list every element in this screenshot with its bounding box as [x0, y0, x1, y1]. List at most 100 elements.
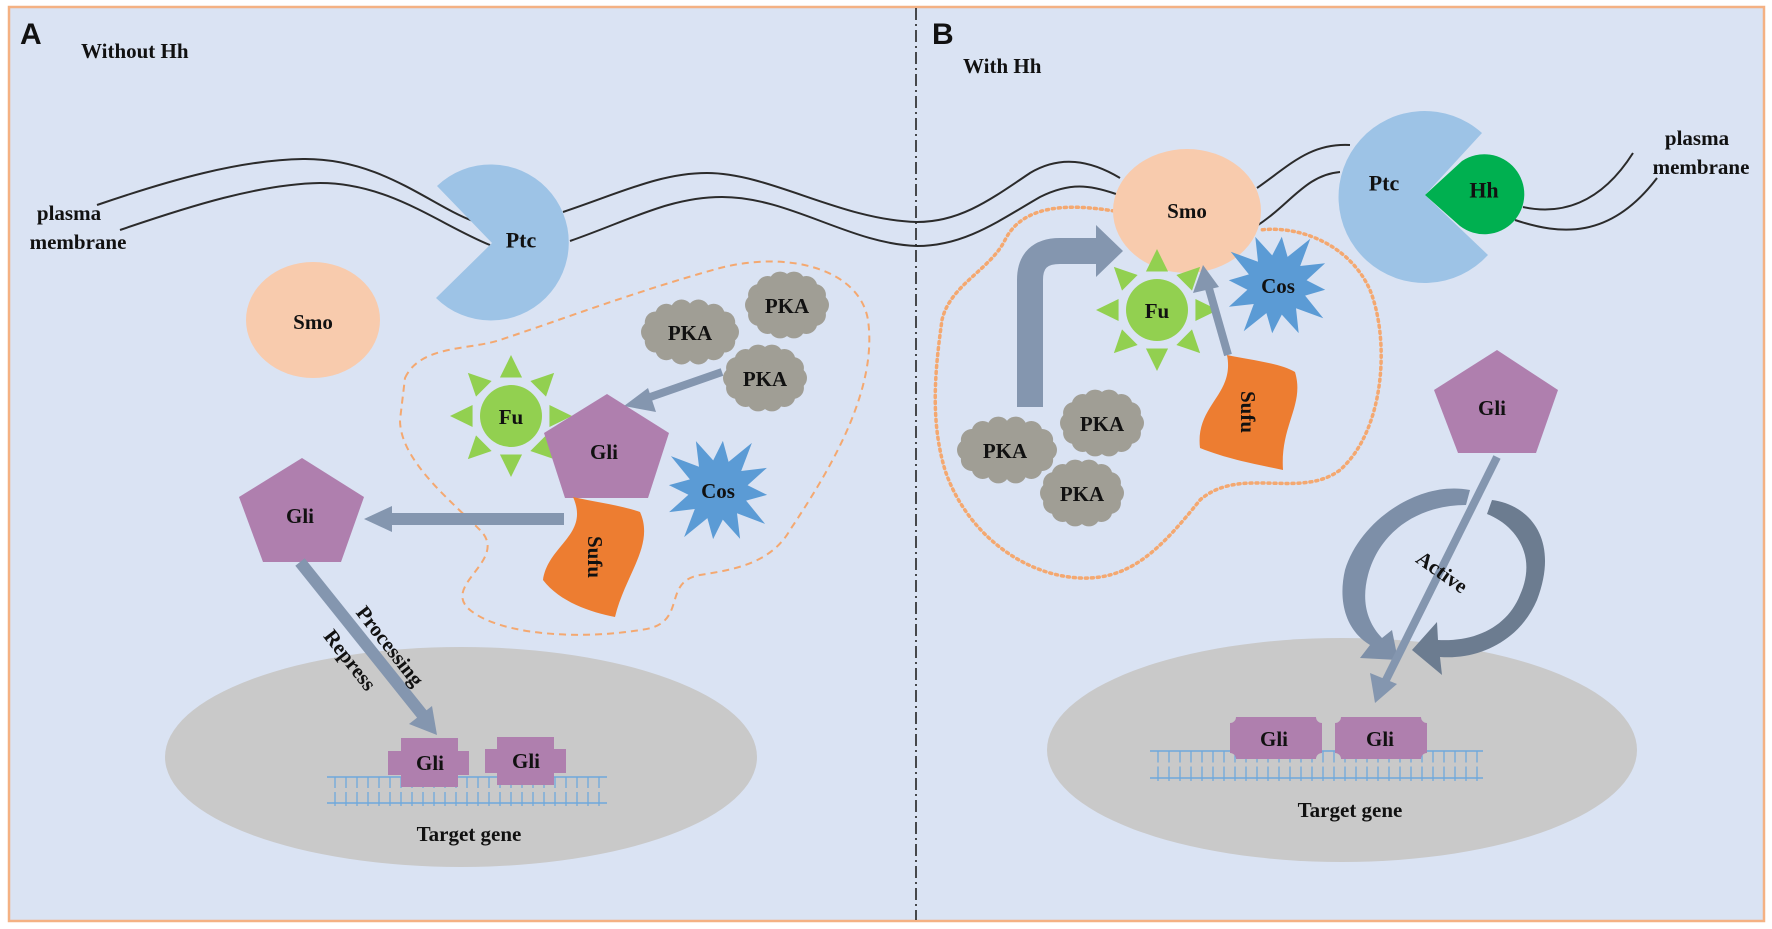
- gli-label: Gli: [1366, 727, 1394, 751]
- fu-ray: [1195, 298, 1218, 322]
- gli-protein-free: [239, 458, 364, 562]
- smo-receptor: [1113, 149, 1261, 273]
- pka-label: PKA: [1080, 412, 1125, 436]
- membrane-outer-line: [916, 160, 1121, 223]
- fu-ray: [467, 372, 492, 397]
- gli-label: Gli: [512, 749, 540, 773]
- hh-label: Hh: [1469, 178, 1498, 203]
- fu-kinase: [1096, 249, 1218, 371]
- pka-label: PKA: [765, 294, 810, 318]
- fu-core: [480, 385, 542, 447]
- pka-to-smo-arrowhead: [1096, 225, 1123, 277]
- pka-cloud: [723, 344, 807, 412]
- pka-cloud-puff: [713, 311, 736, 334]
- fu-ray: [1176, 266, 1201, 291]
- pka-cloud-puff: [687, 342, 710, 365]
- gli-label: Gli: [286, 504, 314, 528]
- membrane-inner-line: [916, 185, 1117, 247]
- fu-ray: [1176, 329, 1201, 354]
- fu-ray: [499, 355, 523, 378]
- panel-b: B With Hh plasma membrane Ptc Hh: [916, 18, 1750, 862]
- membrane-label: plasma: [37, 201, 102, 225]
- gli-label: Gli: [416, 751, 444, 775]
- membrane-inner-line: [119, 181, 491, 246]
- panel-a-letter: A: [20, 18, 42, 51]
- gli-to-nucleus-arrow: [1381, 455, 1501, 684]
- pka-cloud: [1060, 389, 1144, 457]
- fu-ray: [499, 454, 523, 477]
- smo-label: Smo: [293, 310, 333, 334]
- pka-to-gli-arrowhead: [624, 388, 656, 412]
- processing-arrow: [295, 558, 430, 722]
- gli-label: Gli: [1478, 396, 1506, 420]
- cos-star-shape: [1228, 236, 1326, 334]
- gli-label: Gli: [590, 440, 618, 464]
- panel-a-title: Without Hh: [81, 39, 189, 63]
- membrane-label: membrane: [30, 230, 127, 254]
- pka-cloud-puff: [803, 284, 826, 307]
- cytoplasmic-complex-outline: [398, 260, 871, 636]
- sufu-protein: [1199, 355, 1298, 470]
- pka-label: PKA: [668, 321, 713, 345]
- gli-protein: [544, 394, 669, 498]
- gli-dna-bound: [1230, 717, 1322, 759]
- cos-protein: [1228, 236, 1326, 334]
- processing-arrowhead: [409, 706, 437, 735]
- sufu-label: Sufu: [1236, 391, 1260, 433]
- pka-label: PKA: [743, 367, 788, 391]
- pka-cloud: [1040, 459, 1124, 527]
- pka-cloud: [957, 416, 1057, 484]
- sufu-to-smo-arrow: [1204, 283, 1232, 357]
- fu-ray: [1113, 266, 1138, 291]
- smo-label: Smo: [1167, 199, 1207, 223]
- cytoplasmic-complex-outline: [933, 205, 1383, 580]
- membrane-outer-line: [96, 157, 474, 222]
- pka-cloud-puff: [670, 299, 693, 322]
- membrane-outer-line: [562, 171, 918, 223]
- active-cycle-arc-left: [1342, 488, 1470, 660]
- ptc-label: Ptc: [506, 228, 537, 253]
- target-gene-label: Target gene: [1298, 798, 1403, 822]
- membrane-label: plasma: [1665, 126, 1730, 150]
- pka-to-smo-arrow: [1017, 238, 1098, 407]
- pka-cloud: [745, 271, 829, 339]
- pka-cloud-puff: [781, 357, 804, 380]
- membrane-inner-line: [569, 195, 918, 247]
- pka-label: PKA: [1060, 482, 1105, 506]
- ptc-label: Ptc: [1369, 171, 1400, 196]
- membrane-outer-line: [1522, 152, 1634, 211]
- pka-label: PKA: [983, 439, 1028, 463]
- fu-ray: [549, 404, 572, 428]
- ptc-receptor: [436, 164, 569, 321]
- gli-label: Gli: [1260, 727, 1288, 751]
- sufu-label: Sufu: [583, 536, 607, 578]
- panel-a: A Without Hh plasma membrane Ptc: [20, 18, 918, 867]
- cos-label: Cos: [1261, 274, 1295, 298]
- membrane-label: membrane: [1653, 155, 1750, 179]
- fu-ray: [467, 435, 492, 460]
- cos-protein: [668, 440, 768, 540]
- fu-ray: [530, 435, 555, 460]
- fu-ray: [1145, 348, 1169, 371]
- fu-ray: [1096, 298, 1119, 322]
- gli-dna-bound: [485, 737, 566, 785]
- panel-b-letter: B: [932, 18, 954, 51]
- gli-protein-free: [1434, 350, 1558, 453]
- release-arrow-shaft: [390, 513, 564, 525]
- sufu-protein: [543, 497, 645, 617]
- smo-receptor: [246, 262, 380, 378]
- pka-cloud-puff: [1031, 429, 1054, 452]
- fu-ray: [530, 372, 555, 397]
- membrane-outer-line: [1256, 143, 1351, 189]
- target-gene-label: Target gene: [417, 822, 522, 846]
- fu-ray: [1113, 329, 1138, 354]
- sufu-to-smo-arrowhead: [1193, 265, 1219, 293]
- gli-dna-bound: [388, 738, 469, 787]
- fu-ray: [1145, 249, 1169, 272]
- cos-label: Cos: [701, 479, 735, 503]
- fu-kinase: [450, 355, 572, 477]
- cos-star-shape: [668, 440, 768, 540]
- pka-cloud-puff: [1098, 472, 1121, 495]
- membrane-inner-line: [1514, 177, 1658, 231]
